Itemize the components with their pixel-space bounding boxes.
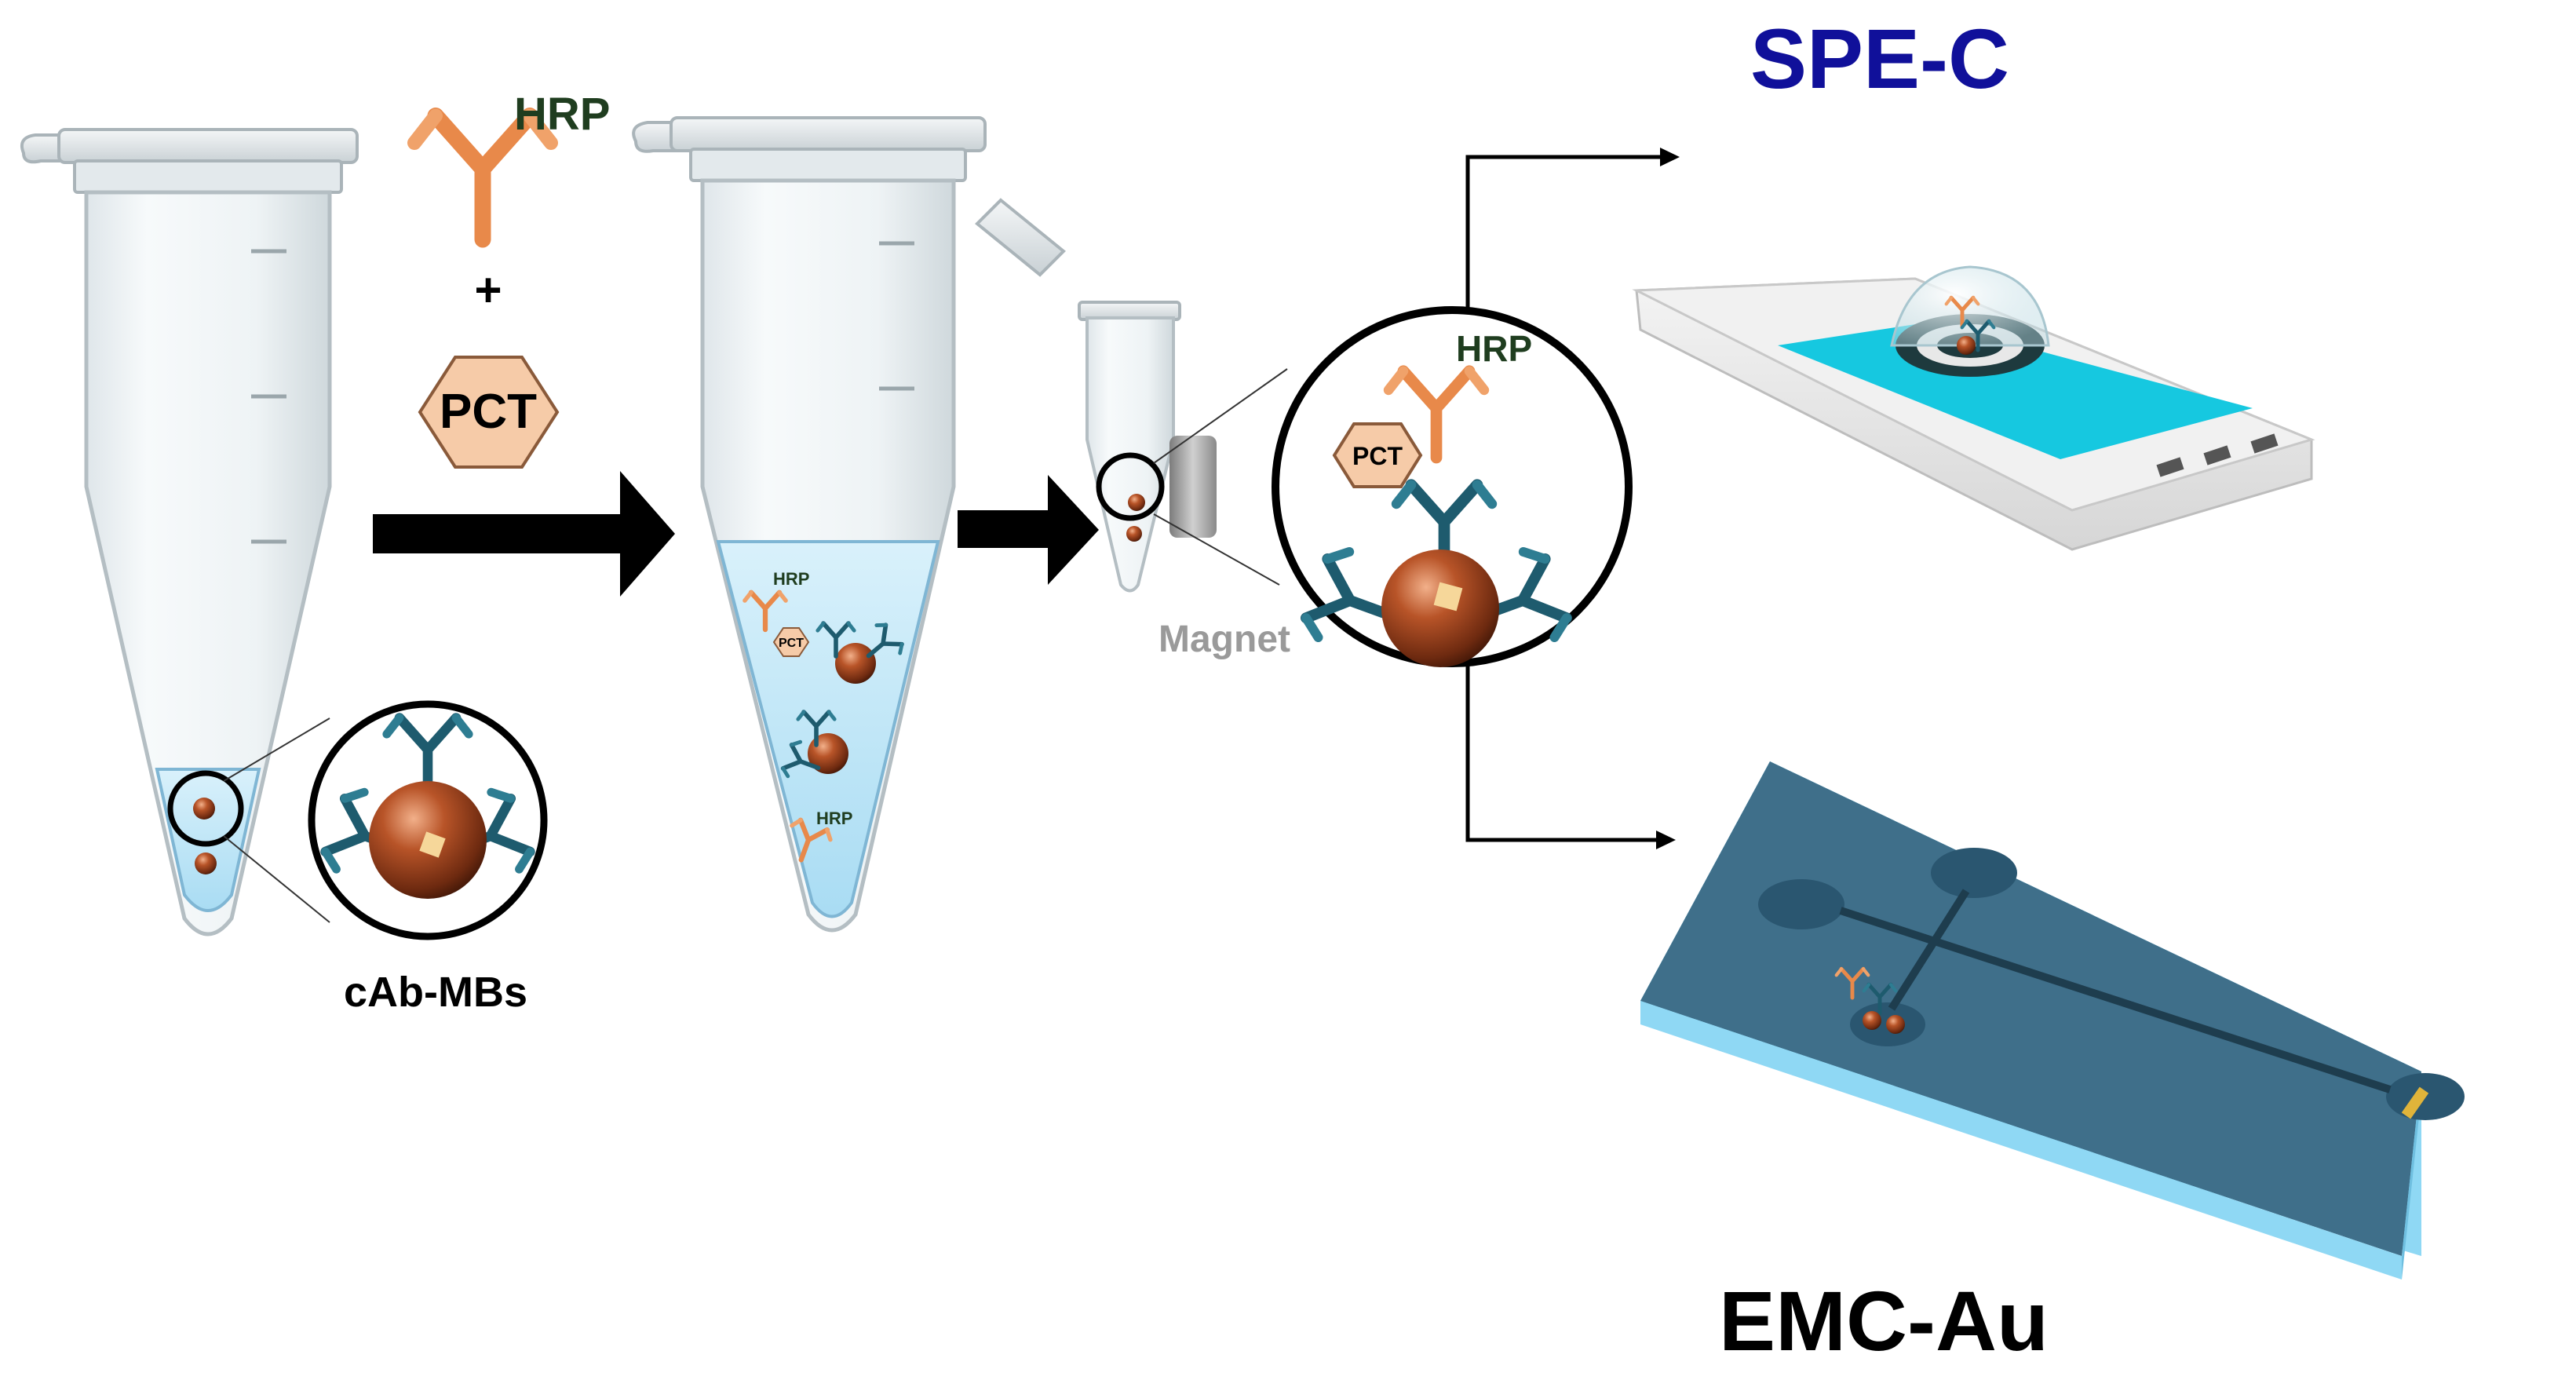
magnet-label: Magnet (1158, 619, 1290, 660)
pct-antigen (418, 356, 560, 469)
tube-magnetic-separation (975, 198, 1288, 593)
tube-incubation (632, 116, 987, 933)
branch-arrows (1465, 148, 1680, 849)
screen-printed-electrode (1632, 265, 2315, 551)
tube-cab-mbs (20, 128, 359, 936)
cab-mbs-label: cAb-MBs (344, 969, 527, 1016)
emc-au-title: EMC-Au (1719, 1273, 2049, 1368)
hrp-label: HRP (514, 89, 610, 140)
arrow-step-1 (373, 471, 675, 597)
zoom-cab-mbs (308, 700, 548, 940)
arrow-step-2 (958, 475, 1099, 585)
tube2-hrp-label-2: HRP (816, 809, 852, 828)
magnet (1169, 436, 1217, 538)
zoom-hrp-label: HRP (1456, 328, 1532, 369)
magnetic-bead (1381, 549, 1499, 667)
plus-sign: + (474, 264, 502, 316)
tube2-hrp-label: HRP (773, 569, 809, 589)
zoom-pct-label: PCT (1352, 442, 1403, 470)
tube2-pct-label: PCT (779, 637, 804, 650)
spe-c-title: SPE-C (1750, 11, 2009, 106)
pct-label: PCT (440, 385, 537, 439)
zoom-sandwich-complex (1272, 306, 1633, 667)
electrochemical-microfluidic-chip (1640, 761, 2465, 1280)
